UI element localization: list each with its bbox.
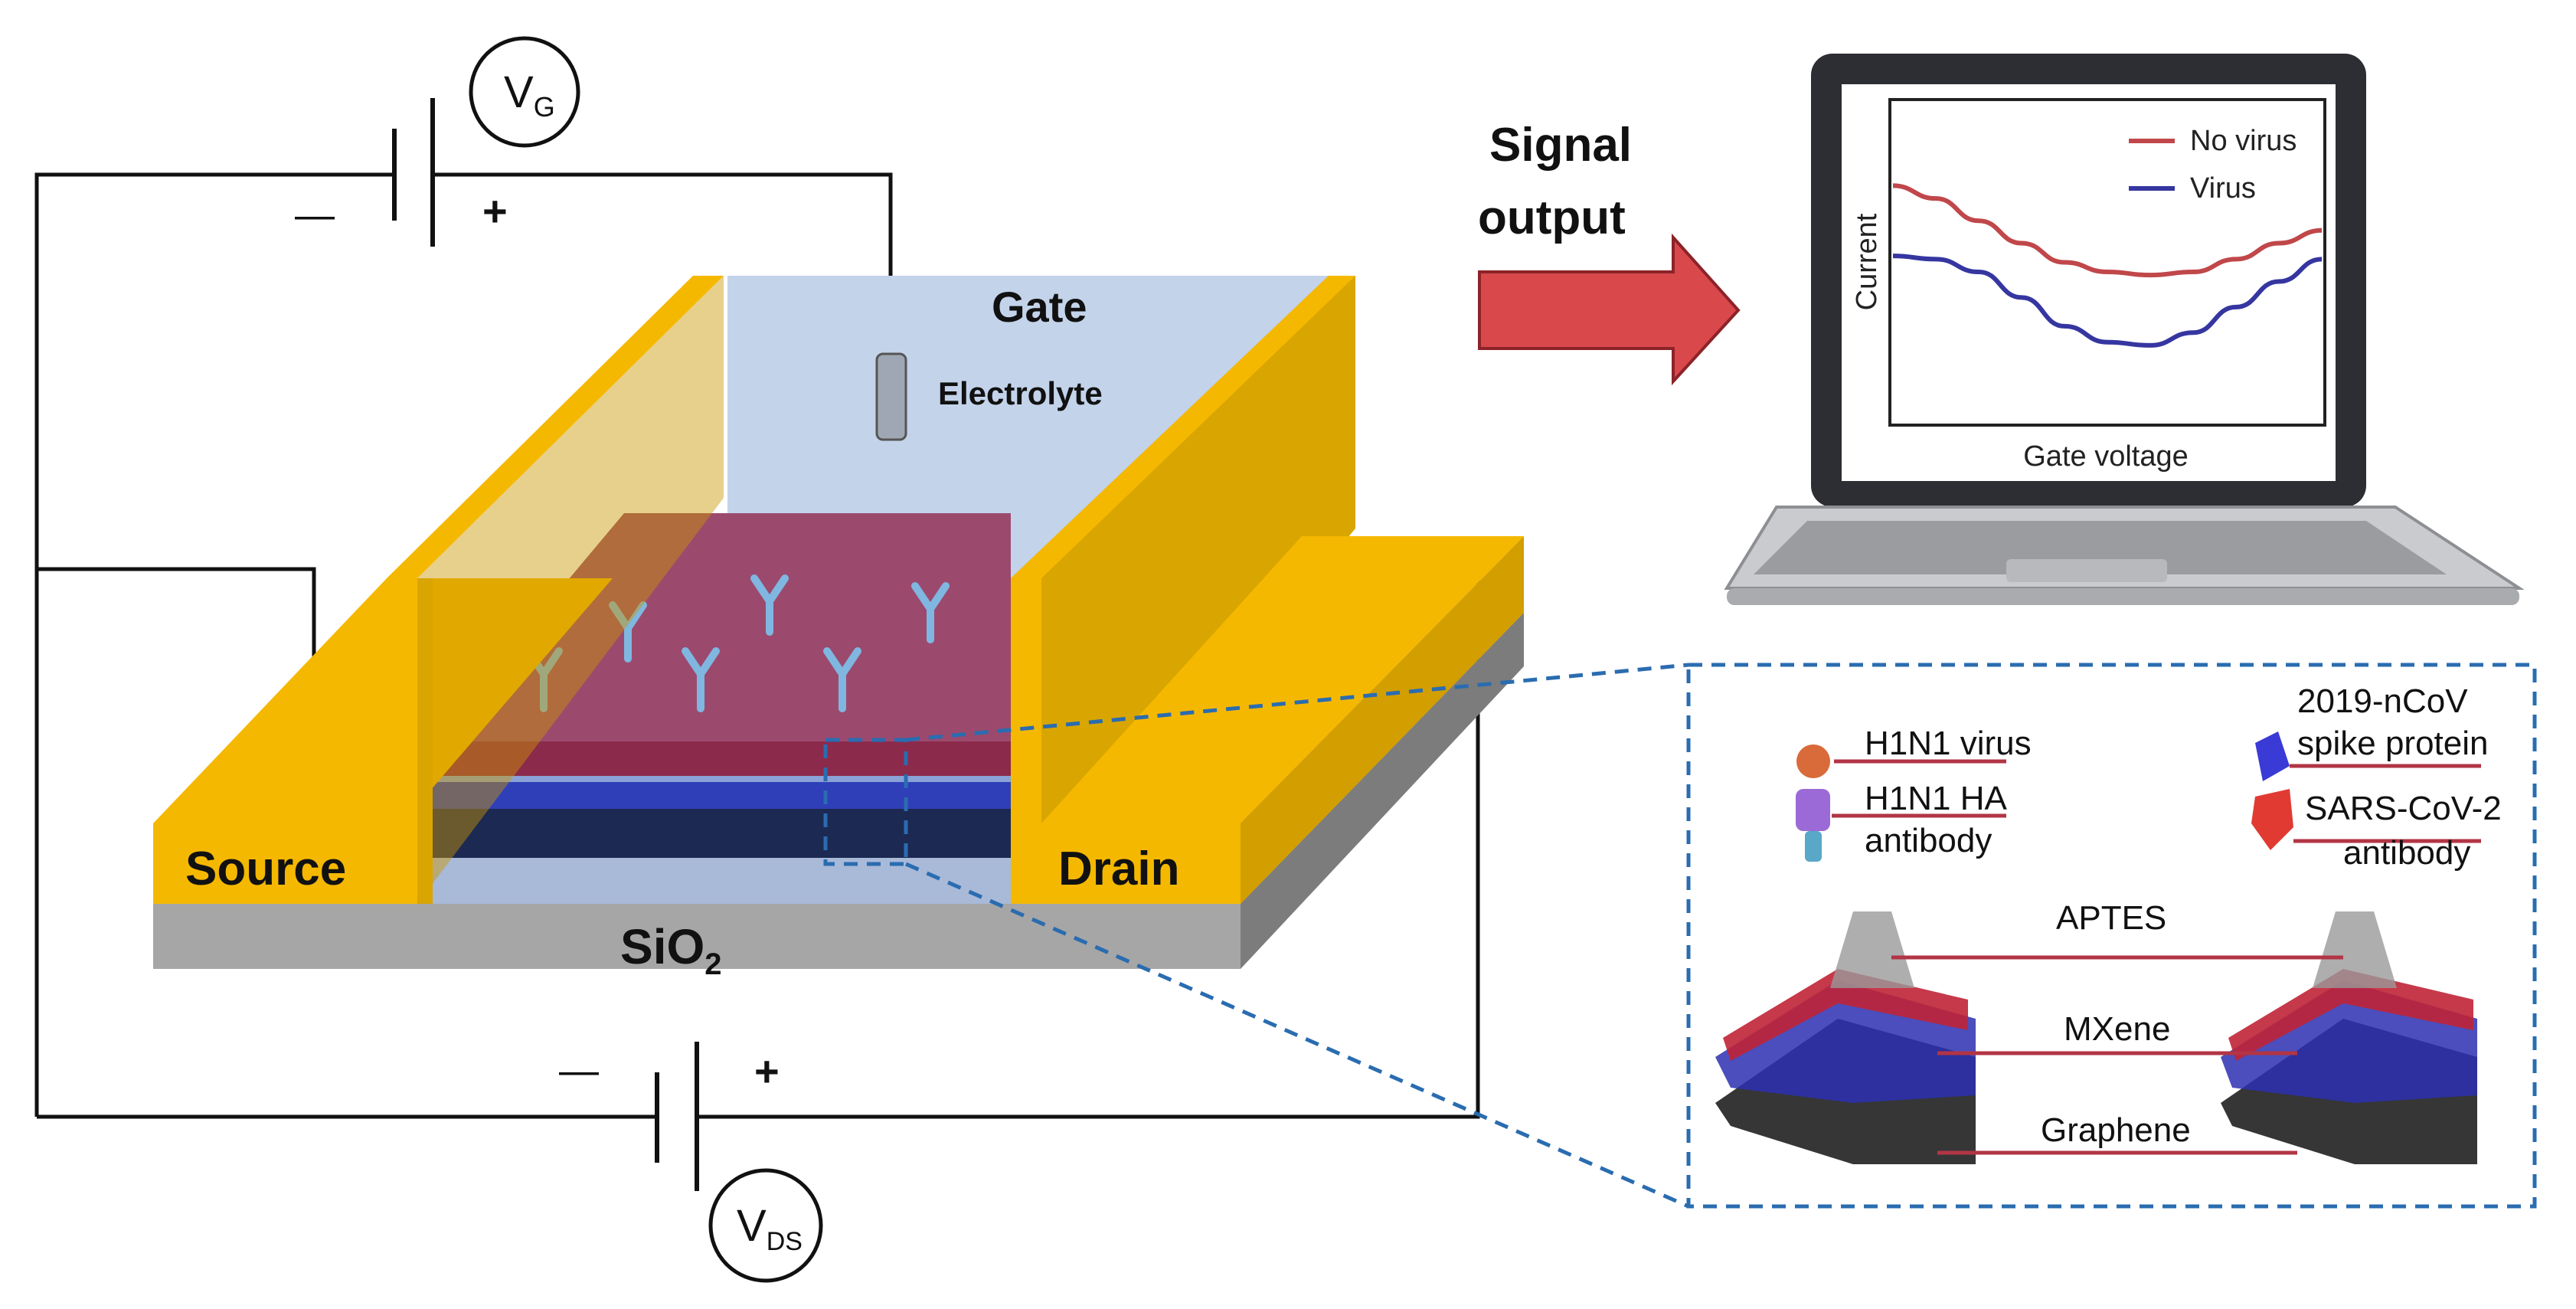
h1n1-antibody <box>1796 789 1830 831</box>
aptes-right <box>2313 911 2397 988</box>
svg-text:VG: VG <box>504 67 555 123</box>
channel-layer-maroon <box>433 741 1011 776</box>
ncov-label-1: 2019-nCoV <box>2297 682 2468 720</box>
substrate-side <box>1241 613 1524 969</box>
gate-battery-minus: — <box>295 193 335 237</box>
laptop-chart: No virus Virus Gate voltage Current <box>1851 98 2326 473</box>
laptop-keyboard <box>1754 521 2447 574</box>
mxene-red-left <box>1723 969 1968 1061</box>
source-wall <box>387 578 417 904</box>
chart-y-axis-label: Current <box>1851 213 1883 310</box>
mxene-label: MXene <box>2064 1010 2170 1048</box>
drain-voltage-symbol: V <box>737 1201 767 1251</box>
substrate-subscript: 2 <box>704 947 721 981</box>
channel-top <box>433 513 1011 741</box>
source-wall-top <box>387 276 724 578</box>
zoom-region <box>823 738 908 866</box>
chart-series-line-no-virus <box>1892 183 2323 278</box>
right-stack <box>2221 731 2477 1164</box>
gate-battery: — + <box>295 98 508 247</box>
mxene-red-right <box>2228 969 2473 1061</box>
chart-x-axis-label: Gate voltage <box>2023 440 2188 473</box>
signal-output: Signal output <box>1478 119 1741 386</box>
laptop-trackpad <box>2006 559 2167 582</box>
inset-connectors <box>1832 759 2481 1155</box>
antibody <box>609 601 647 663</box>
laptop-front-edge <box>1727 588 2519 605</box>
chart-series-line-virus <box>1892 254 2323 348</box>
drain-voltage-meter: VDS <box>708 1168 823 1283</box>
antibody <box>750 574 789 636</box>
drain-electrode-top <box>1041 536 1524 823</box>
legend-label-no-virus: No virus <box>2190 125 2296 157</box>
substrate-label: SiO <box>620 919 704 974</box>
channel-layer-blue <box>433 782 1011 809</box>
channel-layer-light <box>433 776 1011 782</box>
sars-label-1: SARS-CoV-2 <box>2305 790 2502 827</box>
aptes-label: APTES <box>2056 899 2166 937</box>
source-electrode-top <box>153 578 613 823</box>
legend-label-virus: Virus <box>2190 172 2256 205</box>
drain-wall-edge <box>1011 276 1355 578</box>
sars-antibody-shape <box>2251 789 2293 850</box>
drain-battery-plus: + <box>754 1047 780 1095</box>
inset-panel: H1N1 virus H1N1 HA antibody 2019-nCoV sp… <box>1686 663 2537 1209</box>
source-wall-face <box>417 578 433 904</box>
channel-layer-navy <box>433 809 1011 858</box>
h1n1-antibody-label-1: H1N1 HA <box>1865 780 2007 817</box>
gate-voltage-symbol: V <box>504 67 534 117</box>
drain-wall-face <box>1011 578 1041 904</box>
sars-label-2: antibody <box>2343 834 2470 872</box>
zoom-indicator <box>823 663 1690 1209</box>
chart-series-group <box>1892 183 2323 348</box>
spike-protein-shape <box>2255 731 2290 781</box>
antibody <box>911 582 950 643</box>
fet-device: SiO2 Source <box>153 276 1524 981</box>
drain-electrode-side <box>1241 536 1524 904</box>
gate-label: Gate <box>992 283 1087 331</box>
gate-voltage-meter: VG <box>469 36 580 148</box>
gate-battery-plus: + <box>482 187 508 235</box>
signal-label-line2: output <box>1478 191 1626 244</box>
gate-electrode-probe <box>875 352 907 441</box>
ncov-label-2: spike protein <box>2297 725 2488 762</box>
drain-battery-minus: — <box>559 1049 599 1093</box>
channel-base <box>433 858 1011 904</box>
chart-plot-area <box>1888 98 2326 427</box>
svg-text:SiO2: SiO2 <box>620 919 722 981</box>
gate-voltage-subscript: G <box>534 91 555 123</box>
signal-label-line1: Signal <box>1489 119 1632 172</box>
aptes-left <box>1830 911 1914 988</box>
substrate-front <box>153 904 1241 969</box>
signal-arrow <box>1478 233 1741 386</box>
left-stack <box>1715 744 1976 1164</box>
h1n1-virus-label: H1N1 virus <box>1865 725 2032 762</box>
drain-label: Drain <box>1058 843 1179 895</box>
source-wall-panel <box>417 276 724 904</box>
antibodies <box>525 574 950 712</box>
antibody <box>823 647 861 712</box>
antibody <box>682 647 720 712</box>
drain-electrode-front <box>1041 823 1241 904</box>
drain-voltage-subscript: DS <box>767 1227 803 1256</box>
drain-battery: — + <box>559 1042 780 1191</box>
h1n1-virus-particle <box>1796 744 1830 778</box>
h1n1-linker <box>1805 831 1822 862</box>
h1n1-antibody-label-2: antibody <box>1865 822 1992 859</box>
graphene-label: Graphene <box>2041 1111 2191 1149</box>
svg-text:VDS: VDS <box>737 1201 803 1256</box>
electrolyte-label: Electrolyte <box>938 375 1103 411</box>
source-label: Source <box>185 843 346 895</box>
source-electrode-front <box>153 823 402 904</box>
drain-wall <box>1011 276 1355 904</box>
